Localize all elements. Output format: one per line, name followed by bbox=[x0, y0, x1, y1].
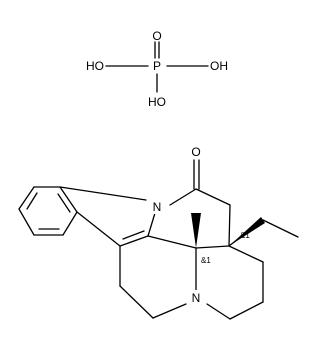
bond-c7a-n bbox=[59, 186, 147, 201]
bond-ethyl-ch3 bbox=[262, 219, 299, 238]
bond-benz-5 bbox=[62, 211, 78, 236]
tetrahydropyridine-ring bbox=[119, 245, 187, 319]
atom-p: P bbox=[153, 59, 161, 73]
bond-benz-2 bbox=[18, 186, 35, 210]
bond-carbonyl-ch2 bbox=[195, 188, 231, 206]
bond-c3-c2 bbox=[119, 235, 149, 247]
alkaloid-molecule: O N N &1 &1 bbox=[18, 144, 299, 320]
bond-c2-n bbox=[147, 212, 156, 237]
bond-benz-6 bbox=[59, 186, 78, 213]
bond-c3a-c3 bbox=[76, 211, 121, 247]
phosphoric-acid: O HO P OH HO bbox=[86, 29, 228, 109]
bond-benz-3 bbox=[18, 208, 35, 236]
bond-ch2-quat bbox=[228, 204, 231, 247]
stereo-wedge bbox=[191, 213, 201, 248]
pyrrole-ring bbox=[59, 186, 156, 247]
atom-o-top: O bbox=[152, 29, 161, 43]
bond-c2-c3-inner bbox=[122, 230, 145, 240]
stereo-label-ch: &1 bbox=[201, 256, 211, 265]
atom-o-carbonyl: O bbox=[191, 145, 200, 159]
stereo-wedge-ethyl bbox=[229, 217, 265, 246]
benzene-ring bbox=[18, 186, 78, 236]
atom-n-indole: N bbox=[153, 200, 162, 214]
atom-oh-right: OH bbox=[210, 59, 228, 73]
bond-quat-ch bbox=[195, 245, 230, 249]
bond-n-c-carbonyl bbox=[169, 188, 197, 206]
lactam-ring bbox=[147, 159, 231, 249]
bond-quat-c1 bbox=[228, 245, 264, 263]
label-bg-o bbox=[189, 144, 203, 159]
atom-ho-left: HO bbox=[86, 59, 104, 73]
piperidine-ring bbox=[195, 245, 264, 320]
bond-c3-n bbox=[206, 303, 231, 320]
stereo-label-quaternary: &1 bbox=[240, 231, 250, 240]
atom-n-amine: N bbox=[192, 291, 201, 305]
atom-ho-bottom: HO bbox=[148, 95, 166, 109]
bond-benz-inner-c bbox=[57, 193, 71, 213]
bond-ch2b-n bbox=[152, 303, 187, 319]
bond-ch2a-ch2b bbox=[119, 285, 154, 319]
label-bg-n1 bbox=[150, 199, 164, 214]
bond-benz-inner-a bbox=[26, 192, 38, 210]
bond-ch-c2 bbox=[147, 235, 197, 249]
label-bg-n2 bbox=[189, 290, 203, 305]
bond-c2-c3 bbox=[229, 301, 264, 320]
